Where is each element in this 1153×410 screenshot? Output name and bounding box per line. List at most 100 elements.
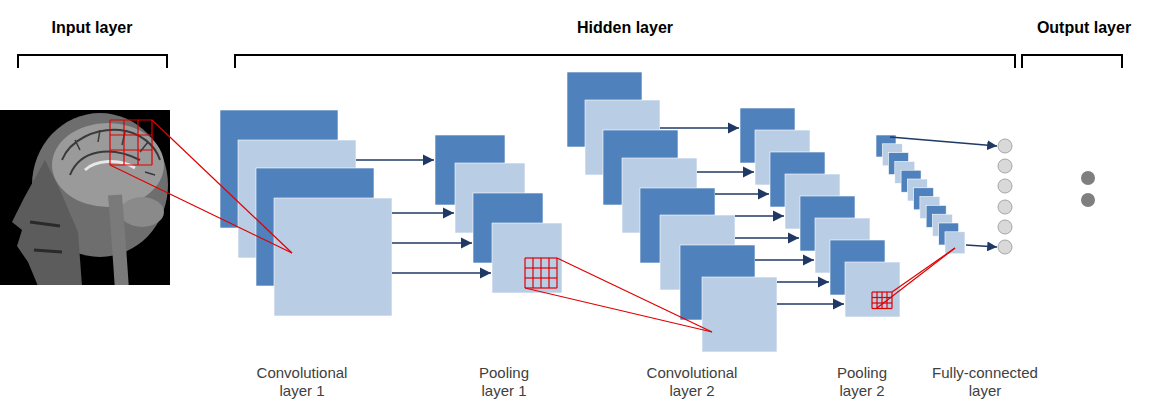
label-slot: Input layer (52, 18, 133, 38)
map-arrow (356, 159, 434, 161)
mri-image (0, 110, 170, 285)
mri-brainstem (115, 195, 122, 285)
pool2-leaders (877, 248, 955, 308)
conv1-stack (220, 110, 392, 316)
grid-line (556, 258, 557, 288)
receptive-field-line (525, 288, 712, 332)
hidden-bracket (235, 55, 1015, 68)
grid-line (110, 119, 152, 120)
neuron (998, 139, 1012, 153)
grid-line (524, 258, 525, 288)
fc-arrow (966, 245, 997, 247)
receptive-field-line (110, 165, 292, 253)
grid-line (151, 120, 152, 165)
output-dot (1081, 171, 1095, 185)
input-leaders (110, 120, 292, 253)
output-bracket (1022, 55, 1122, 68)
mri-gyrus (70, 152, 140, 175)
grid-line (872, 291, 892, 292)
network-layers (110, 72, 1095, 352)
label-slot: Pooling layer 1 (466, 364, 542, 400)
neuron (998, 200, 1012, 214)
map-arrow (735, 237, 799, 239)
flatten-stack (876, 135, 965, 254)
mri-brain (52, 123, 164, 207)
section-header: Output layer (1037, 18, 1131, 38)
map-arrow (660, 127, 739, 129)
pool2-kernel-grid (872, 292, 892, 309)
grid-line (548, 258, 549, 288)
label-slot: Output layer (1037, 18, 1131, 38)
grid-line (881, 292, 882, 309)
map-arrow (777, 281, 829, 283)
pool2-map (845, 262, 900, 317)
label-slot: Fully-connected layer (923, 364, 1047, 400)
grid-line (123, 120, 124, 165)
neuron (998, 220, 1012, 234)
grid-line (532, 258, 533, 288)
map-arrow (392, 242, 472, 244)
grid-line (872, 297, 892, 298)
conv2-map (702, 277, 777, 352)
layer-caption: Convolutional layer 2 (636, 364, 748, 400)
grid-line (525, 287, 557, 288)
input-bracket (18, 55, 167, 68)
pool1-map (492, 223, 562, 293)
grid-line (540, 258, 541, 288)
conv1-map (274, 198, 392, 316)
grid-line (110, 134, 152, 135)
input-kernel-grid (110, 120, 152, 165)
grid-line (137, 120, 138, 165)
map-arrow (777, 303, 844, 305)
grid-line (891, 292, 892, 309)
pool1-stack (435, 135, 562, 293)
grid-line (110, 149, 152, 150)
pool1-leaders (525, 258, 712, 332)
mri-background (0, 110, 170, 285)
flatten-map (945, 232, 965, 254)
map-arrow (697, 171, 754, 173)
neuron (998, 179, 1012, 193)
pool1-kernel-grid (525, 258, 557, 288)
map-arrow (715, 193, 769, 195)
grid-line (876, 292, 877, 309)
output-nodes (1081, 171, 1095, 207)
output-dot (1081, 193, 1095, 207)
layer-caption: Convolutional layer 1 (246, 364, 358, 400)
map-arrow (735, 215, 784, 217)
grid-line (872, 308, 892, 309)
neuron (998, 240, 1012, 254)
fc-arrows (890, 137, 997, 247)
mri-sulci (75, 130, 155, 175)
label-slot: Convolutional layer 1 (246, 364, 358, 400)
receptive-field-line (557, 258, 712, 332)
grid-line (525, 267, 557, 268)
fc-arrow (890, 137, 997, 146)
map-arrow (755, 259, 814, 261)
pool2-stack (740, 108, 900, 317)
grid-line (525, 277, 557, 278)
layer-caption: Pooling layer 2 (824, 364, 900, 400)
layer-caption: Pooling layer 1 (466, 364, 542, 400)
grid-line (110, 164, 152, 165)
map-arrow (392, 272, 491, 274)
mri-cerebellum (120, 197, 164, 227)
mri-mouth (30, 222, 62, 252)
grid-line (525, 257, 557, 258)
brackets (18, 55, 1122, 68)
neuron (998, 159, 1012, 173)
receptive-field-line (877, 248, 955, 308)
label-slot: Convolutional layer 2 (636, 364, 748, 400)
label-slot: Hidden layer (577, 18, 673, 38)
layer-caption: Fully-connected layer (923, 364, 1047, 400)
receptive-field-line (152, 120, 292, 253)
map-arrow (392, 212, 454, 214)
grid-line (871, 292, 872, 309)
section-header: Input layer (52, 18, 133, 38)
grid-line (109, 120, 110, 165)
label-slot: Pooling layer 2 (824, 364, 900, 400)
fc-neurons (998, 139, 1012, 254)
